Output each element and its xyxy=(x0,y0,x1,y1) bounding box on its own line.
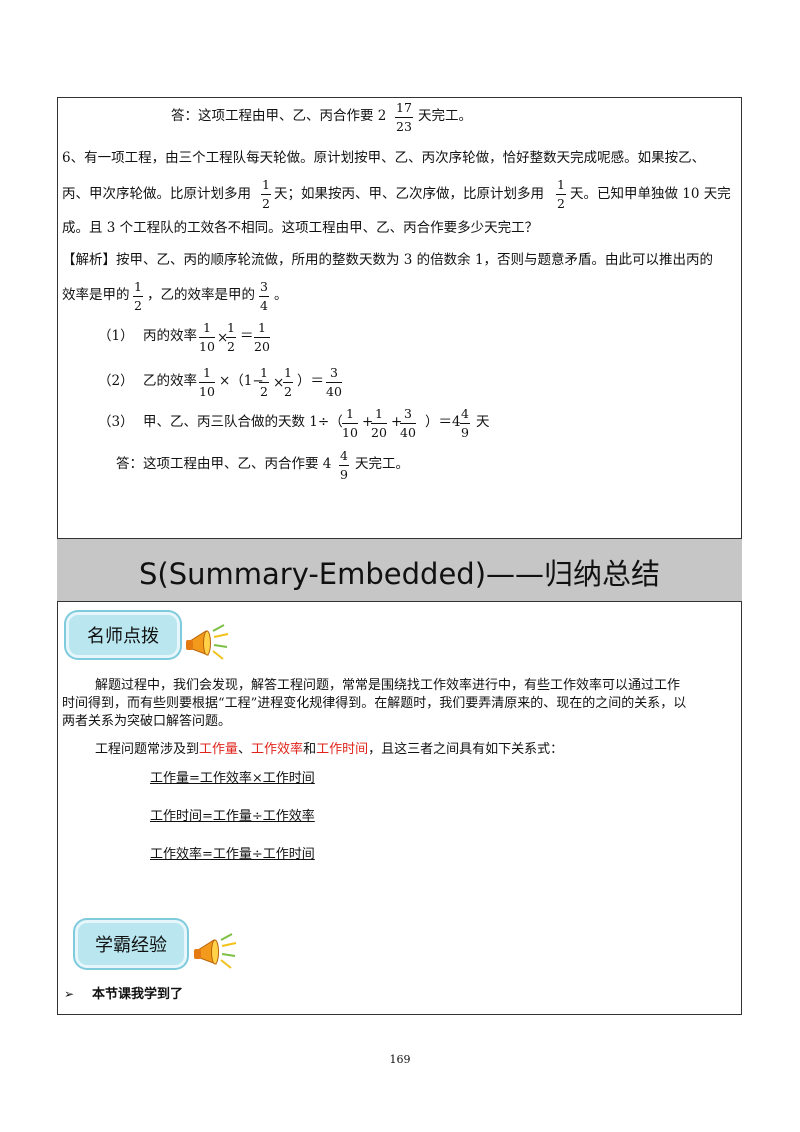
plus-sign: + xyxy=(391,414,403,430)
experience-tag: 学霸经验 xyxy=(75,920,187,968)
summary-banner: S(Summary-Embedded)——归纳总结 xyxy=(57,538,742,602)
step-3-unit: 天 xyxy=(476,414,490,430)
step-1-equals: ＝ xyxy=(240,328,254,344)
tips-paragraph-1-line-1: 解题过程中，我们会发现，解答工程问题，常常是围绕找工作效率进行中，有些工作效率可… xyxy=(95,678,681,693)
answer-1-text: 答：这项工程由甲、乙、丙合作要 2 xyxy=(171,108,387,124)
question-6-line-2a: 丙、甲次序轮做。比原计划多用 xyxy=(62,186,251,202)
step-2-text: 乙的效率 xyxy=(143,373,197,389)
answer-1-suffix: 天完工。 xyxy=(418,108,472,124)
answer-2-suffix: 天完工。 xyxy=(355,456,409,472)
step-1-times: × xyxy=(217,330,229,346)
step-3-close: ）＝4 xyxy=(425,414,461,430)
plus-sign: + xyxy=(362,414,374,430)
step-2-operator-2: × xyxy=(273,375,285,391)
step-2-operator-3: ）＝ xyxy=(297,373,324,389)
learned-heading: 本节课我学到了 xyxy=(92,987,184,1002)
analysis-line-2b: ，乙的效率是甲的 xyxy=(147,287,255,303)
step-1-text: 丙的效率 xyxy=(143,328,197,344)
page-number: 169 xyxy=(389,1053,411,1066)
keyword-work-time: 工作时间 xyxy=(316,742,369,757)
question-6-line-2c: 天。已知甲单独做 10 天完 xyxy=(570,186,731,202)
keyword-work-amount: 工作量 xyxy=(199,742,239,757)
experience-tag-label: 学霸经验 xyxy=(95,935,167,956)
question-6-line-2b: 天；如果按丙、甲、乙次序做，比原计划多用 xyxy=(274,186,544,202)
tips-paragraph-1-line-2: 时间得到，而有些则要根据“工程”进程变化规律得到。在解题时，我们要弄清原来的、现… xyxy=(62,696,687,711)
tips-paragraph-1-line-3: 两者关系为突破口解答问题。 xyxy=(62,714,232,729)
tips-paragraph-2-prefix: 工程问题常涉及到 xyxy=(95,742,200,757)
tips-paragraph-2: 工程问题常涉及到工作量、工作效率和工作时间，且这三者之间具有如下关系式： xyxy=(95,743,563,756)
step-2-operator-1: ×（1− xyxy=(219,373,264,389)
keyword-work-efficiency: 工作效率 xyxy=(251,742,304,757)
step-3-text: 甲、乙、丙三队合做的天数 1÷（ xyxy=(143,414,343,430)
tips-tag-label: 名师点拨 xyxy=(87,626,159,647)
step-2-label: （2） xyxy=(98,373,134,389)
analysis-line-1: 【解析】按甲、乙、丙的顺序轮流做，所用的整数天数为 3 的倍数余 1，否则与题意… xyxy=(62,252,714,268)
separator: 、 xyxy=(238,742,252,757)
analysis-line-2c: 。 xyxy=(274,287,288,303)
analysis-line-2a: 效率是甲的 xyxy=(62,287,130,303)
formula-work-amount: 工作量=工作效率×工作时间 xyxy=(150,771,315,786)
formula-work-time: 工作时间=工作量÷工作效率 xyxy=(150,809,315,824)
summary-banner-title: S(Summary-Embedded)——归纳总结 xyxy=(138,557,661,591)
answer-2-text: 答：这项工程由甲、乙、丙合作要 4 xyxy=(116,456,332,472)
question-6-line-3: 成。且 3 个工程队的工效各不相同。这项工程由甲、乙、丙合作要多少天完工？ xyxy=(62,220,539,236)
question-6-line-1: 6、有一项工程，由三个工程队每天轮做。原计划按甲、乙、丙次序轮做，恰好整数天完成… xyxy=(62,150,706,166)
step-3-label: （3） xyxy=(98,414,134,430)
formula-work-efficiency: 工作效率=工作量÷工作时间 xyxy=(150,847,315,862)
bullet-arrow-icon: ➢ xyxy=(64,987,75,1001)
step-1-label: （1） xyxy=(98,328,134,344)
conjunction: 和 xyxy=(303,742,317,757)
tips-tag: 名师点拨 xyxy=(66,612,180,658)
megaphone-icon xyxy=(186,624,229,660)
tips-paragraph-2-suffix: ，且这三者之间具有如下关系式： xyxy=(368,742,564,757)
megaphone-icon xyxy=(194,933,237,969)
